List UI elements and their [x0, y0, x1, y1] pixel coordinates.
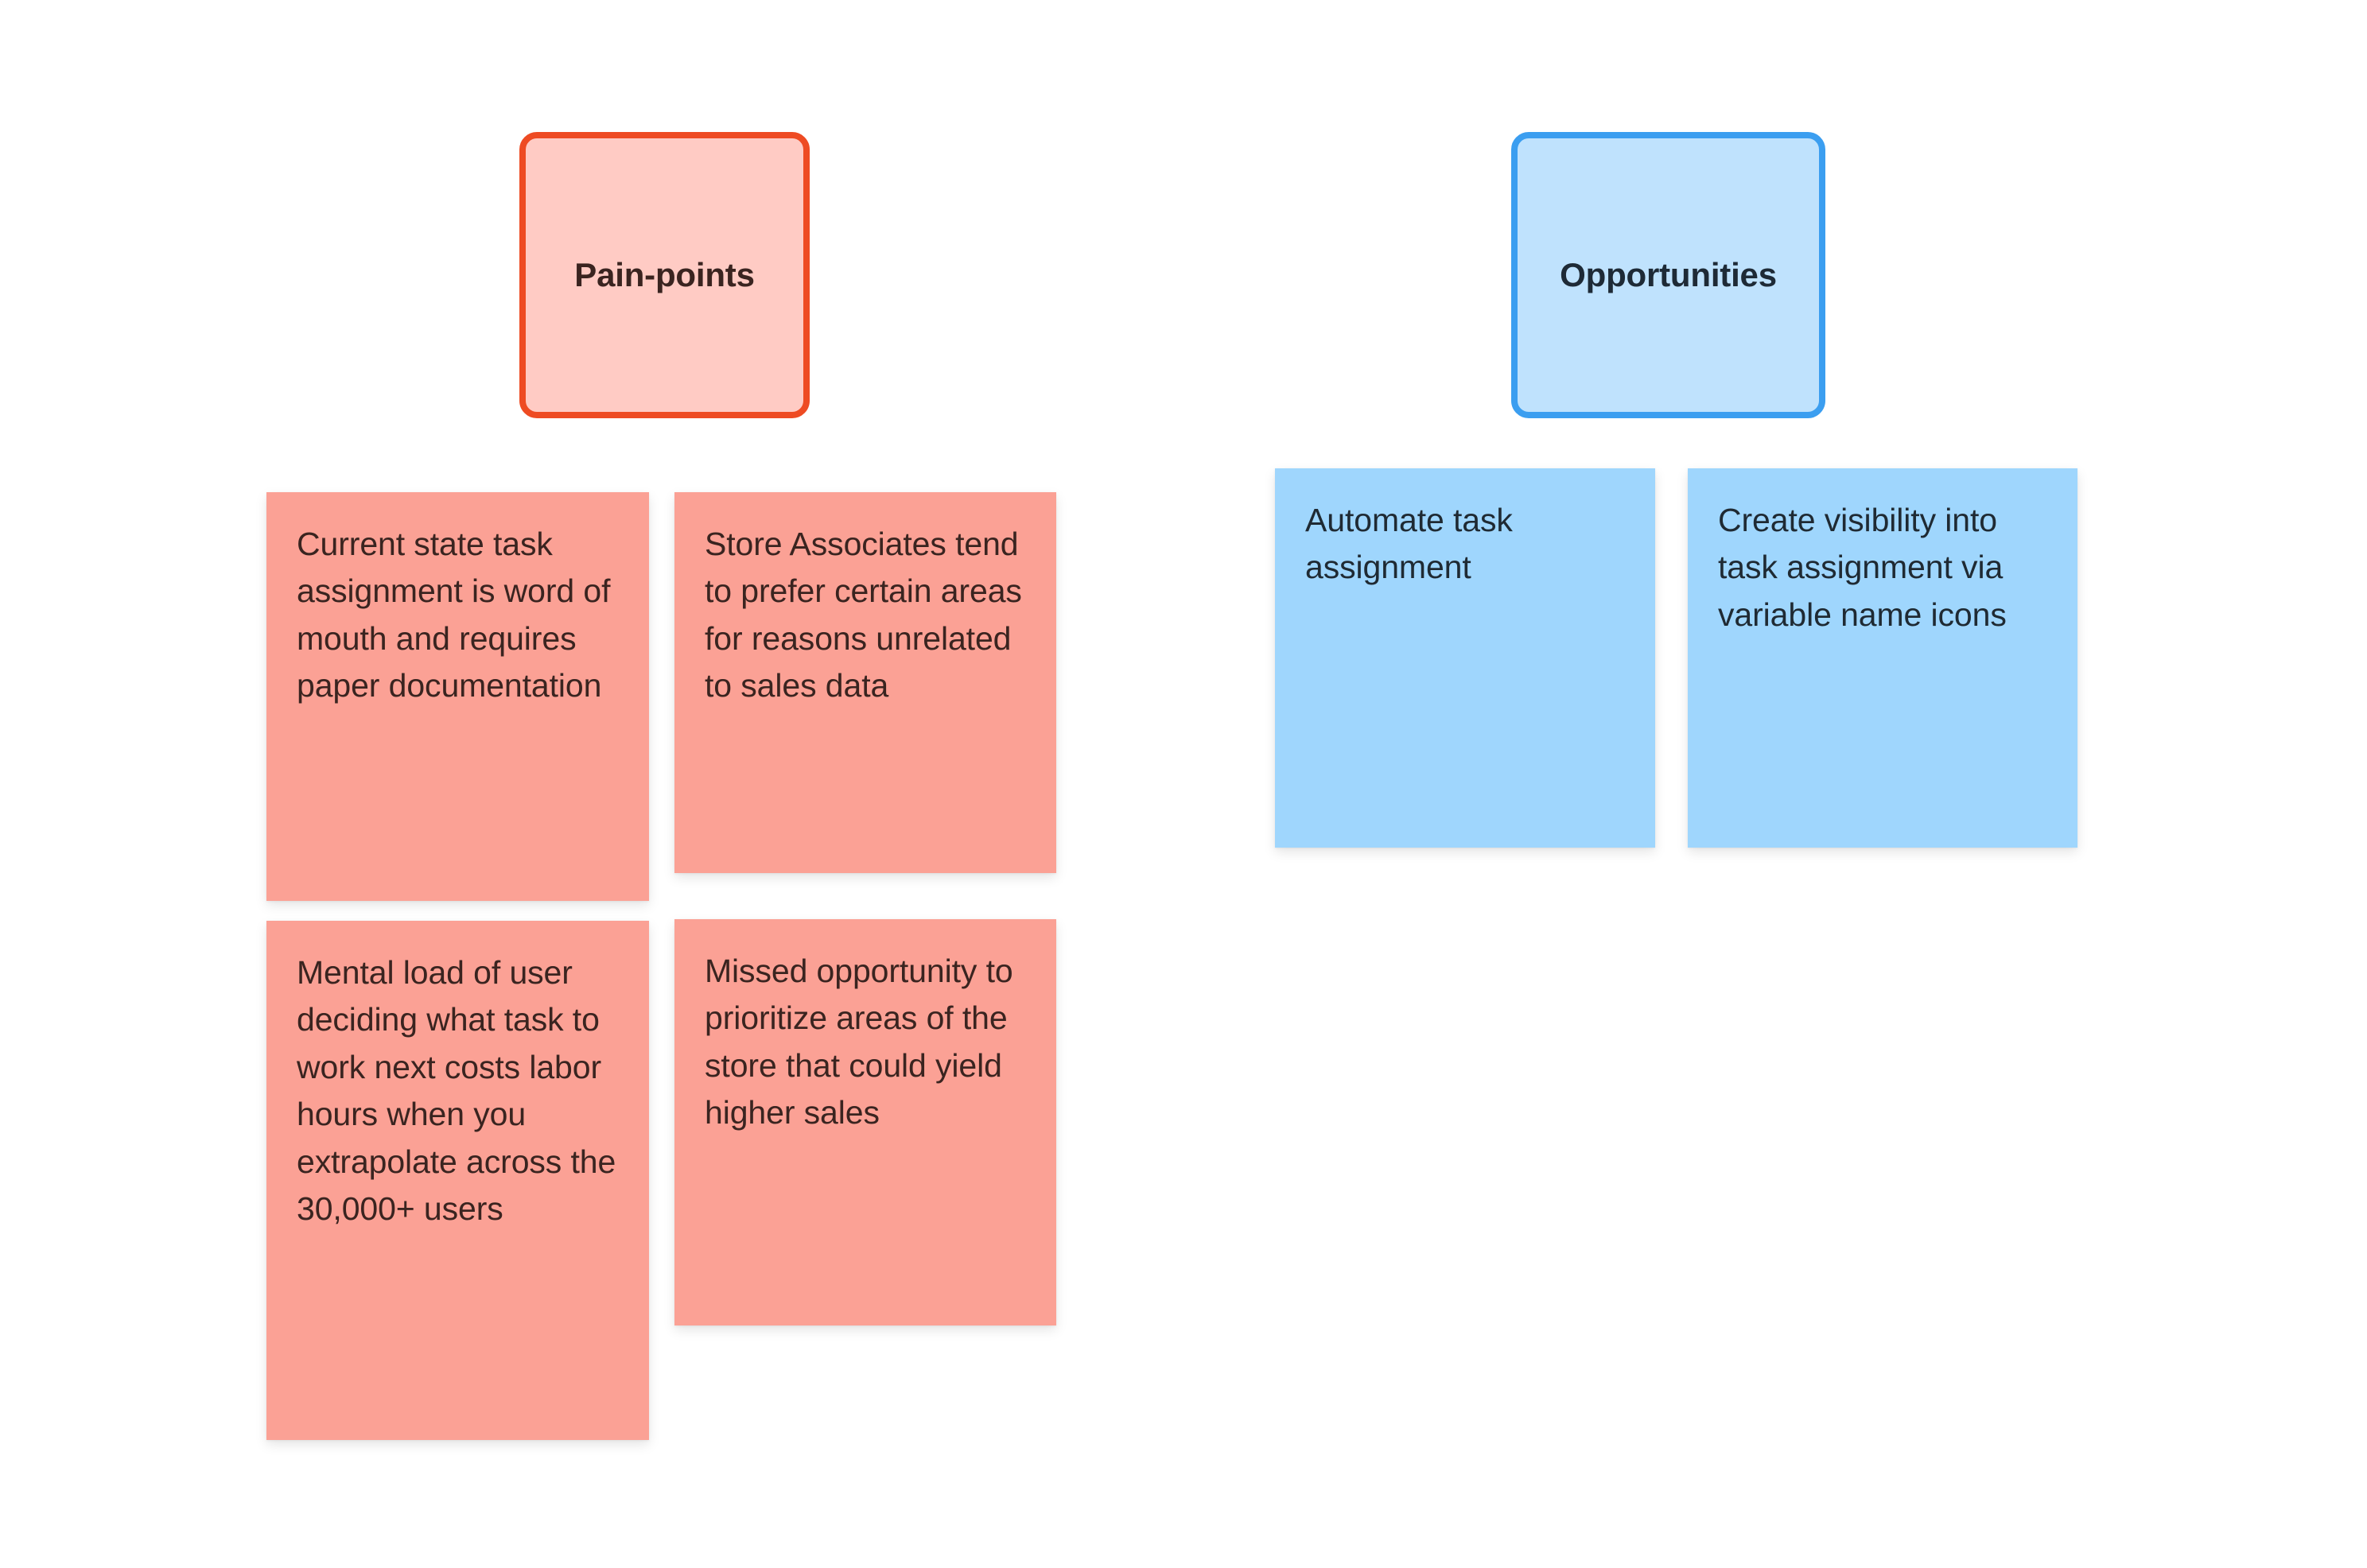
column-header-label-opportunities: Opportunities — [1560, 255, 1777, 293]
sticky-note-pain-3[interactable]: Mental load of user deciding what task t… — [266, 921, 649, 1440]
sticky-note-text: Missed opportunity to prioritize areas o… — [705, 953, 1013, 1131]
column-header-label-pain-points: Pain-points — [574, 255, 755, 293]
sticky-note-pain-2[interactable]: Store Associates tend to prefer certain … — [674, 492, 1056, 873]
sticky-note-pain-1[interactable]: Current state task assignment is word of… — [266, 492, 649, 901]
column-header-opportunities[interactable]: Opportunities — [1511, 132, 1825, 418]
sticky-note-text: Mental load of user deciding what task t… — [297, 954, 616, 1228]
sticky-note-opportunity-1[interactable]: Automate task assignment — [1275, 468, 1655, 848]
sticky-note-text: Create visibility into task assignment v… — [1718, 502, 2007, 633]
sticky-note-pain-4[interactable]: Missed opportunity to prioritize areas o… — [674, 919, 1056, 1325]
column-header-pain-points[interactable]: Pain-points — [519, 132, 810, 418]
sticky-note-opportunity-2[interactable]: Create visibility into task assignment v… — [1688, 468, 2077, 848]
sticky-note-text: Store Associates tend to prefer certain … — [705, 526, 1022, 704]
sticky-note-text: Current state task assignment is word of… — [297, 526, 611, 704]
sticky-note-text: Automate task assignment — [1305, 502, 1513, 586]
